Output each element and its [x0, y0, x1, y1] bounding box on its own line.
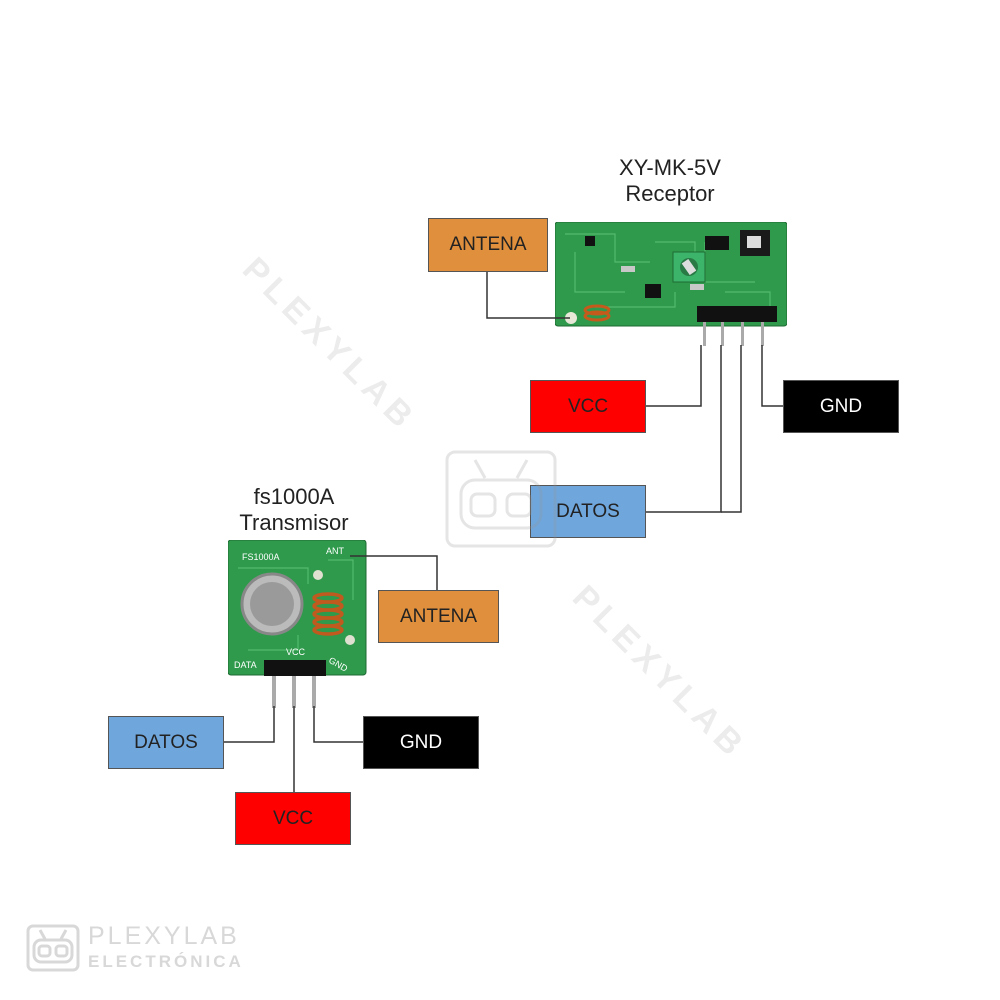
receiver-gnd-label: GND: [783, 380, 899, 433]
receiver-title-line2: Receptor: [625, 181, 715, 206]
transmitter-module: FS1000A ANT DATA VCC GND: [228, 540, 367, 708]
receiver-antena-text: ANTENA: [449, 234, 527, 255]
transmitter-pcb-vcc: VCC: [286, 647, 306, 657]
receiver-vcc-label: VCC: [530, 380, 646, 433]
plexylab-logo-icon: [26, 924, 80, 972]
transmitter-gnd-label: GND: [363, 716, 479, 769]
logo-line1: PLEXYLAB: [88, 922, 240, 950]
transmitter-gnd-text: GND: [399, 731, 443, 753]
watermark-text-upper: PLEXYLAB: [235, 250, 425, 440]
wire-transmitter-datos: [224, 706, 275, 743]
wire-receiver-gnd: [761, 345, 783, 407]
transmitter-title: fs1000A Transmisor: [214, 484, 374, 536]
wire-receiver-datos-1: [646, 345, 722, 513]
plexylab-logo-text: PLEXYLAB ELECTRÓNICA: [88, 922, 244, 971]
watermark-robot-icon: [445, 450, 557, 548]
receiver-title: XY-MK-5V Receptor: [590, 155, 750, 207]
transmitter-pcb-model: FS1000A: [242, 552, 280, 562]
transmitter-datos-label: DATOS: [108, 716, 224, 769]
transmitter-title-line1: fs1000A: [253, 484, 335, 509]
transmitter-vcc-label: VCC: [235, 792, 351, 845]
receiver-datos-label: DATOS: [530, 485, 646, 538]
receiver-module: [555, 222, 787, 346]
receiver-title-line1: XY-MK-5V: [619, 155, 721, 180]
wire-receiver-datos-2: [721, 345, 742, 513]
wire-receiver-vcc: [646, 345, 702, 407]
transmitter-antena-label: ANTENA: [378, 590, 499, 643]
wire-transmitter-gnd: [313, 706, 363, 743]
transmitter-pcb-data: DATA: [234, 660, 257, 670]
watermark-text-lower: PLEXYLAB: [565, 578, 755, 768]
receiver-vcc-text: VCC: [567, 395, 609, 417]
transmitter-datos-text: DATOS: [134, 731, 198, 753]
transmitter-antena-text: ANTENA: [399, 605, 478, 627]
transmitter-vcc-text: VCC: [272, 807, 314, 829]
transmitter-title-line2: Transmisor: [239, 510, 349, 535]
transmitter-pcb-ant: ANT: [326, 546, 345, 556]
receiver-gnd-text: GND: [819, 395, 863, 417]
receiver-antena-label: ANTENA: [428, 218, 548, 272]
logo-line2: ELECTRÓNICA: [88, 952, 244, 971]
receiver-datos-text: DATOS: [556, 500, 620, 522]
